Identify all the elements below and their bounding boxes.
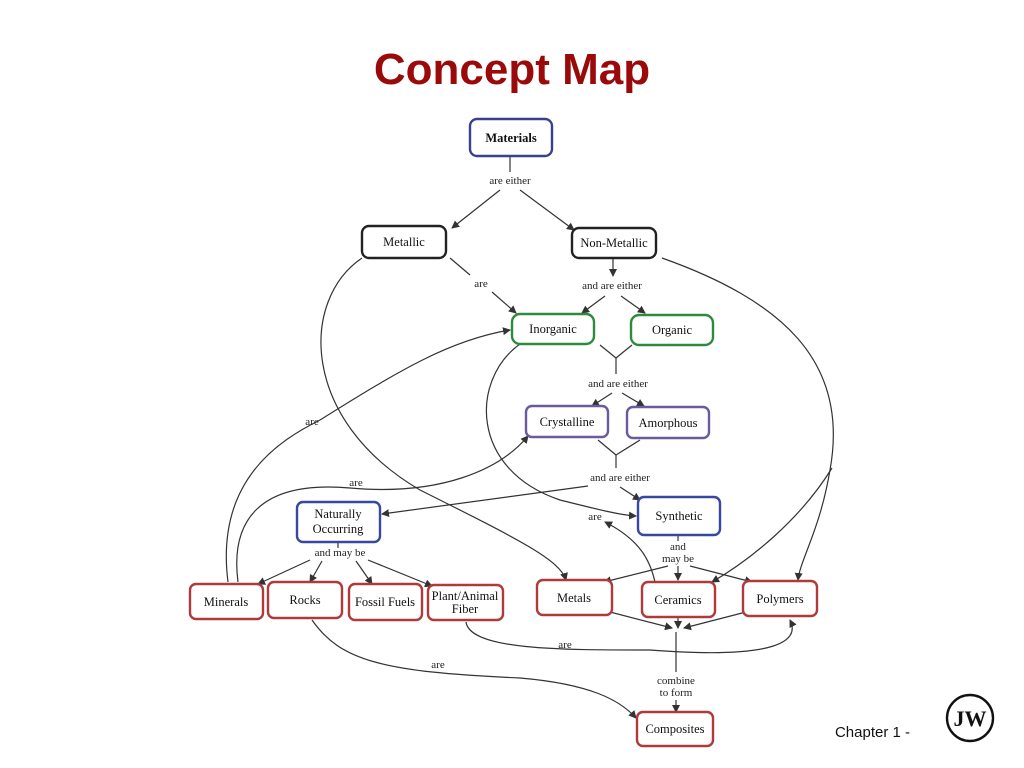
node-rocks: Rocks bbox=[266, 580, 344, 620]
connector-lines bbox=[225, 157, 834, 719]
link-label-to-form: to form bbox=[660, 687, 693, 699]
node-fossil-fuels: Fossil Fuels bbox=[347, 582, 424, 622]
link-label-are-mid-left: are bbox=[349, 477, 363, 489]
node-label: Fossil Fuels bbox=[355, 595, 415, 609]
node-label: Crystalline bbox=[540, 415, 595, 429]
node-label: Composites bbox=[645, 722, 704, 736]
link-label-may-be: may be bbox=[662, 553, 694, 565]
node-inorganic: Inorganic bbox=[510, 312, 596, 346]
page-title: Concept Map bbox=[373, 45, 651, 94]
node-label: Organic bbox=[652, 323, 692, 337]
link-label-and-are-either-1: and are either bbox=[582, 280, 642, 292]
node-label: Amorphous bbox=[638, 416, 697, 430]
link-label-are-rocks: are bbox=[431, 659, 445, 671]
link-label-are-synthetic: are bbox=[588, 511, 602, 523]
publisher-logo: JW bbox=[945, 693, 995, 743]
node-label: Materials bbox=[485, 131, 537, 145]
node-label: Metallic bbox=[383, 235, 425, 249]
link-label-are-left: are bbox=[305, 416, 319, 428]
node-non-metallic: Non-Metallic bbox=[570, 226, 658, 260]
link-label-and-may-be: and may be bbox=[315, 547, 366, 559]
node-polymers: Polymers bbox=[741, 579, 819, 618]
link-label-are: are bbox=[474, 278, 488, 290]
node-organic: Organic bbox=[629, 313, 715, 347]
link-label-and-are-either-3: and are either bbox=[590, 472, 650, 484]
node-ceramics: Ceramics bbox=[640, 580, 717, 619]
link-label-are-bottom: are bbox=[558, 639, 572, 651]
node-plant-animal-fiber: Plant/Animal Fiber bbox=[426, 583, 505, 622]
logo-mark: JW bbox=[954, 706, 987, 731]
node-label: Rocks bbox=[289, 593, 320, 607]
node-label-line-1: Plant/Animal bbox=[432, 589, 499, 603]
node-label: Minerals bbox=[204, 595, 249, 609]
node-amorphous: Amorphous bbox=[625, 405, 711, 440]
node-label: Inorganic bbox=[529, 322, 577, 336]
node-label-line-2: Fiber bbox=[452, 602, 479, 616]
node-metals: Metals bbox=[535, 578, 614, 617]
node-label: Synthetic bbox=[655, 509, 703, 523]
link-labels: are either are and are either and are ei… bbox=[305, 175, 695, 699]
link-label-combine: combine bbox=[657, 675, 695, 687]
node-label: Polymers bbox=[756, 592, 803, 606]
node-label: Ceramics bbox=[654, 593, 701, 607]
node-composites: Composites bbox=[635, 710, 715, 748]
node-synthetic: Synthetic bbox=[636, 495, 722, 537]
link-label-and: and bbox=[670, 541, 686, 553]
node-metallic: Metallic bbox=[360, 224, 448, 260]
node-label-line-1: Naturally bbox=[314, 507, 362, 521]
node-label: Non-Metallic bbox=[580, 236, 648, 250]
link-label-and-are-either-2: and are either bbox=[588, 378, 648, 390]
node-minerals: Minerals bbox=[188, 582, 265, 621]
node-materials: Materials bbox=[468, 117, 554, 158]
node-naturally-occurring: Naturally Occurring bbox=[295, 500, 382, 544]
node-label: Metals bbox=[557, 591, 591, 605]
link-label-are-either: are either bbox=[489, 175, 531, 187]
node-crystalline: Crystalline bbox=[524, 404, 610, 439]
node-label-line-2: Occurring bbox=[313, 522, 364, 536]
chapter-footer: Chapter 1 - bbox=[834, 724, 910, 741]
